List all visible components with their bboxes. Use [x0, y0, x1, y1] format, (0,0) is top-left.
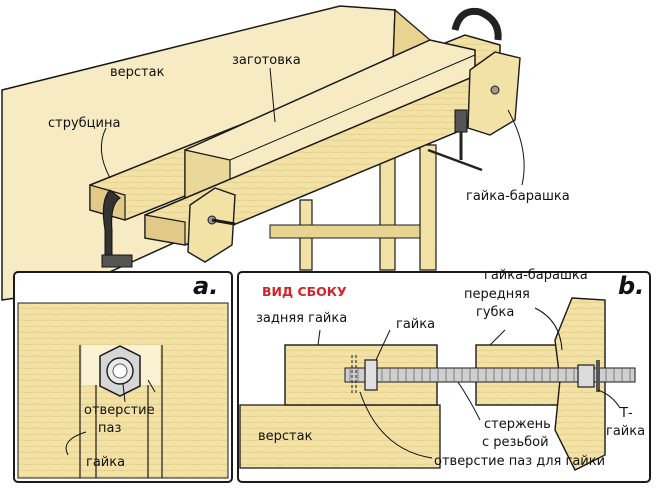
label-threaded-rod-2: с резьбой — [482, 435, 549, 450]
t-nut-shape — [577, 364, 595, 388]
inset-b-letter: b. — [618, 272, 645, 300]
clamp-left — [101, 189, 133, 268]
label-rear-nut: задняя гайка — [256, 311, 348, 326]
front-jaw-left — [187, 187, 236, 263]
label-nut-b: гайка — [396, 317, 436, 332]
threaded-rod — [344, 367, 636, 383]
label-workbench-b: верстак — [258, 429, 313, 444]
bolt-right — [490, 85, 500, 95]
t-handle — [427, 148, 483, 172]
clamp-right — [427, 7, 502, 172]
inset-a — [13, 271, 233, 483]
label-workbench-top: верстак — [110, 65, 165, 80]
label-side-view: ВИД СБОКУ — [262, 284, 347, 299]
label-threaded-rod-1: стержень — [484, 417, 551, 432]
inset-b — [237, 271, 651, 483]
label-t-nut-1: Т- — [620, 406, 633, 421]
label-nut-a: гайка — [86, 455, 126, 470]
inset-a-letter: a. — [193, 272, 219, 300]
label-slot: паз — [98, 421, 122, 436]
label-front-jaw-2: губка — [476, 305, 515, 320]
label-hole-slot-nut: отверстие паз для гайки — [434, 454, 606, 469]
label-workpiece: заготовка — [232, 53, 301, 68]
nut-b-shape — [364, 359, 378, 391]
label-wing-nut-b: гайка-барашка — [484, 268, 588, 283]
label-t-nut-2: гайка — [606, 424, 646, 439]
label-wing-nut: гайка-барашка — [466, 189, 570, 204]
label-front-jaw-1: передняя — [464, 287, 530, 302]
label-hole: отверстие — [84, 403, 155, 418]
label-clamp: струбцина — [48, 116, 121, 131]
